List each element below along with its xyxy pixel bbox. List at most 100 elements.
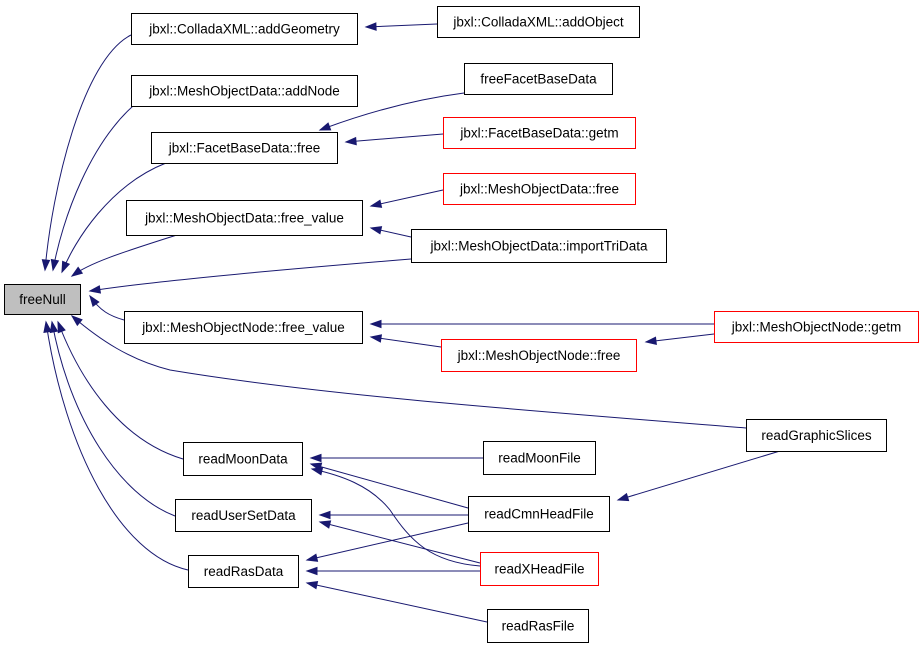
node-box[interactable] xyxy=(480,552,599,586)
arrowhead xyxy=(318,122,332,131)
node-label: jbxl::MeshObjectData::importTriData xyxy=(429,239,648,254)
node-box[interactable] xyxy=(175,499,312,532)
node-label: jbxl::ColladaXML::addGeometry xyxy=(148,22,340,37)
node-cx_addGeometry[interactable]: jbxl::ColladaXML::addGeometry xyxy=(131,13,358,45)
node-readMoonData[interactable]: readMoonData xyxy=(183,442,303,476)
edge-line xyxy=(52,99,141,271)
arrowhead xyxy=(310,467,324,476)
node-box[interactable] xyxy=(4,284,81,315)
node-label: freeFacetBaseData xyxy=(480,72,597,87)
node-box[interactable] xyxy=(411,229,667,263)
node-mon_getm[interactable]: jbxl::MeshObjectNode::getm xyxy=(714,311,919,343)
edge-line xyxy=(306,582,488,623)
edge-line xyxy=(71,315,747,429)
node-fbd_getm[interactable]: jbxl::FacetBaseData::getm xyxy=(443,117,636,149)
node-box[interactable] xyxy=(487,609,589,643)
arrowhead xyxy=(89,294,100,308)
node-box[interactable] xyxy=(468,496,610,532)
arrowhead xyxy=(616,492,630,502)
arrowhead xyxy=(61,260,71,274)
node-fbd_free[interactable]: jbxl::FacetBaseData::free xyxy=(151,132,338,164)
edge-mon_free-to-mon_free_value xyxy=(369,334,442,348)
node-box[interactable] xyxy=(188,555,299,588)
arrowhead xyxy=(43,320,52,334)
node-mod_free[interactable]: jbxl::MeshObjectData::free xyxy=(443,173,636,205)
edge-freeFacetBaseData-to-fbd_free xyxy=(318,92,465,131)
edge-fbd_getm-to-fbd_free xyxy=(344,133,444,146)
node-label: readMoonFile xyxy=(498,451,581,466)
edge-readXHeadFile-to-readUserSetData xyxy=(318,520,481,564)
edge-line xyxy=(319,92,465,131)
node-readGraphicSlices[interactable]: readGraphicSlices xyxy=(746,419,887,452)
node-box[interactable] xyxy=(126,200,363,236)
edge-mod_importTriData-to-freeNull xyxy=(88,258,412,294)
node-box[interactable] xyxy=(443,117,636,149)
edge-line xyxy=(345,133,444,143)
arrowhead xyxy=(318,520,332,529)
node-mod_addNode[interactable]: jbxl::MeshObjectData::addNode xyxy=(131,75,358,107)
edge-line xyxy=(370,336,442,348)
node-box[interactable] xyxy=(746,419,887,452)
node-box[interactable] xyxy=(483,441,596,475)
edge-line xyxy=(306,522,469,561)
arrowhead xyxy=(369,226,383,235)
node-mon_free[interactable]: jbxl::MeshObjectNode::free xyxy=(441,339,637,372)
edge-readXHeadFile-to-readRasData xyxy=(305,566,480,576)
edge-readCmnHeadFile-to-readUserSetData xyxy=(318,510,468,520)
arrowhead xyxy=(70,266,84,277)
edge-line xyxy=(61,162,167,273)
node-readXHeadFile[interactable]: readXHeadFile xyxy=(480,552,599,586)
node-mod_free_value[interactable]: jbxl::MeshObjectData::free_value xyxy=(126,200,363,236)
node-box[interactable] xyxy=(441,339,637,372)
node-label: readRasData xyxy=(204,564,284,579)
edge-line xyxy=(311,468,481,567)
arrowhead xyxy=(50,258,60,272)
edge-line xyxy=(44,34,132,271)
node-cx_addObject[interactable]: jbxl::ColladaXML::addObject xyxy=(437,6,640,38)
edge-line xyxy=(645,333,715,343)
edge-readXHeadFile-to-readMoonData xyxy=(310,467,481,567)
edge-readRasData-to-freeNull xyxy=(43,320,189,571)
node-box[interactable] xyxy=(443,173,636,205)
node-box[interactable] xyxy=(131,75,358,107)
edge-mon_getm-to-mon_free_value xyxy=(369,319,714,329)
edge-line xyxy=(370,189,444,207)
edge-cx_addObject-to-cx_addGeometry xyxy=(364,22,438,31)
edge-readCmnHeadFile-to-readRasData xyxy=(305,522,469,562)
node-readRasFile[interactable]: readRasFile xyxy=(487,609,589,643)
node-label: jbxl::FacetBaseData::getm xyxy=(459,126,618,141)
node-label: jbxl::FacetBaseData::free xyxy=(168,141,321,156)
arrowhead xyxy=(318,510,331,520)
arrowhead xyxy=(305,566,318,576)
node-label: readRasFile xyxy=(502,619,575,634)
node-freeNull[interactable]: freeNull xyxy=(4,284,81,315)
arrowhead xyxy=(644,336,657,346)
node-box[interactable] xyxy=(124,311,363,344)
edge-line xyxy=(45,321,189,571)
node-box[interactable] xyxy=(131,13,358,45)
arrowhead xyxy=(305,553,319,562)
arrowhead xyxy=(309,453,322,463)
node-readMoonFile[interactable]: readMoonFile xyxy=(483,441,596,475)
arrowhead xyxy=(369,334,383,343)
node-readUserSetData[interactable]: readUserSetData xyxy=(175,499,312,532)
node-box[interactable] xyxy=(464,63,613,95)
node-box[interactable] xyxy=(151,132,338,164)
node-label: jbxl::ColladaXML::addObject xyxy=(452,15,624,30)
node-label: jbxl::MeshObjectData::addNode xyxy=(148,84,340,99)
edge-readCmnHeadFile-to-readMoonData xyxy=(309,462,469,509)
node-mon_free_value[interactable]: jbxl::MeshObjectNode::free_value xyxy=(124,311,363,344)
node-box[interactable] xyxy=(183,442,303,476)
edge-mod_addNode-to-freeNull xyxy=(50,99,141,272)
node-mod_importTriData[interactable]: jbxl::MeshObjectData::importTriData xyxy=(411,229,667,263)
edge-readMoonFile-to-readMoonData xyxy=(309,453,483,463)
node-box[interactable] xyxy=(714,311,919,343)
node-freeFacetBaseData[interactable]: freeFacetBaseData xyxy=(464,63,613,95)
edge-readGraphicSlices-to-readCmnHeadFile xyxy=(616,450,781,502)
node-readRasData[interactable]: readRasData xyxy=(188,555,299,588)
node-box[interactable] xyxy=(437,6,640,38)
node-readCmnHeadFile[interactable]: readCmnHeadFile xyxy=(468,496,610,532)
node-label: freeNull xyxy=(19,292,66,307)
